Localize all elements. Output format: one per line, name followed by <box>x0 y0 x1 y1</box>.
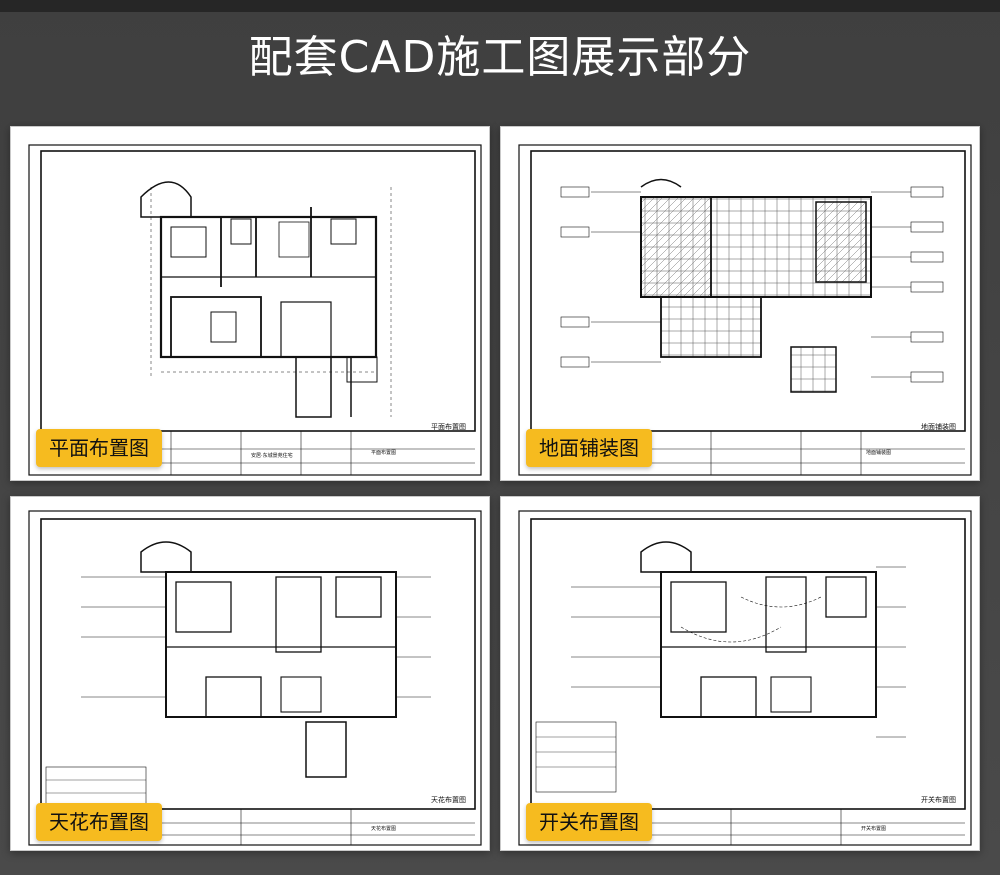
card-switch-layout[interactable]: 开关布置图 开关布置图 开关布置图 <box>500 496 980 851</box>
card-floor-plan[interactable]: 平面布置图 平面布置图 安居·东城景苑住宅 平面布置图 <box>10 126 490 481</box>
label-switch-layout: 开关布置图 <box>526 803 652 841</box>
cad-switch-layout-drawing: 开关布置图 开关布置图 <box>518 510 972 846</box>
drawing-title: 开关布置图 <box>921 795 956 804</box>
cad-ceiling-layout-drawing: 天花布置图 天花布置图 <box>28 510 482 846</box>
card-floor-tiling[interactable]: 地面铺装图 地面铺装图 地面铺装图 <box>500 126 980 481</box>
project-name: 安居·东城景苑住宅 <box>251 452 293 459</box>
drawing-title: 地面铺装图 <box>921 422 956 431</box>
drawing-title: 天花布置图 <box>431 795 466 804</box>
drawing-title: 平面布置图 <box>431 422 466 431</box>
title-block-text: 天花布置图 <box>371 825 396 832</box>
title-block-text: 开关布置图 <box>861 825 886 832</box>
page-title: 配套CAD施工图展示部分 <box>248 32 752 83</box>
label-floor-plan: 平面布置图 <box>36 429 162 467</box>
cad-floor-tiling-drawing: 地面铺装图 地面铺装图 <box>518 144 972 476</box>
title-block-text: 地面铺装图 <box>866 449 891 456</box>
card-ceiling-layout[interactable]: 天花布置图 天花布置图 天花布置图 <box>10 496 490 851</box>
label-floor-tiling: 地面铺装图 <box>526 429 652 467</box>
top-bar <box>0 0 1000 12</box>
title-block-text: 平面布置图 <box>371 449 396 456</box>
cad-floor-plan-drawing: 平面布置图 平面布置图 安居·东城景苑住宅 <box>28 144 482 476</box>
label-ceiling-layout: 天花布置图 <box>36 803 162 841</box>
